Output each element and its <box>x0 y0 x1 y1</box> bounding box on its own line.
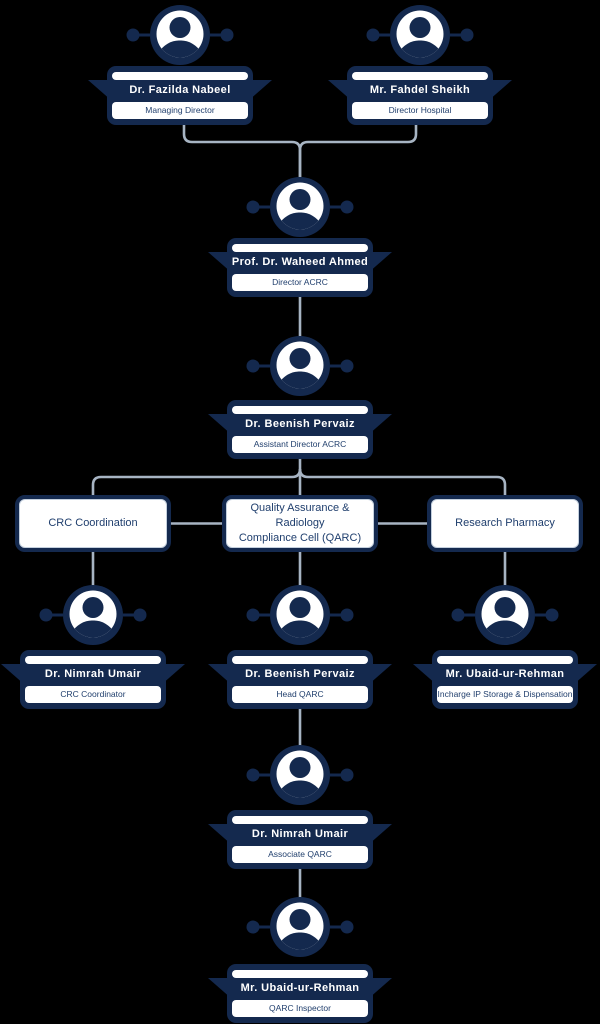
person-avatar-icon <box>451 585 559 645</box>
person-avatar-icon <box>126 5 234 65</box>
name-banner: Dr. Beenish Pervaiz Assistant Director A… <box>208 400 392 459</box>
node-ubaid-ur-rehman-qarc-inspector: Mr. Ubaid-ur-Rehman QARC Inspector <box>208 897 392 1023</box>
name-banner: Mr. Fahdel Sheikh Director Hospital <box>328 66 512 125</box>
person-title: Assistant Director ACRC <box>232 436 368 453</box>
person-name: Dr. Fazilda Nabeel <box>129 84 231 96</box>
node-nimrah-umair-associate-qarc: Dr. Nimrah Umair Associate QARC <box>208 745 392 869</box>
dept-label-line: Quality Assurance & Radiology <box>250 502 350 529</box>
person-name: Dr. Nimrah Umair <box>44 668 142 680</box>
node-fazilda-nabeel: Dr. Fazilda Nabeel Managing Director <box>88 5 272 125</box>
person-name: Dr. Beenish Pervaiz <box>245 668 355 680</box>
banner-top-strip <box>25 656 161 664</box>
dept-label-line: Compliance Cell (QARC) <box>238 532 362 544</box>
person-avatar-icon <box>246 336 354 396</box>
person-name: Prof. Dr. Waheed Ahmed <box>231 256 369 268</box>
node-ubaid-ur-rehman-ip-storage: Mr. Ubaid-ur-Rehman Incharge IP Storage … <box>413 585 597 709</box>
node-fahdel-sheikh: Mr. Fahdel Sheikh Director Hospital <box>328 5 512 125</box>
person-name: Mr. Fahdel Sheikh <box>369 84 471 96</box>
banner-top-strip <box>437 656 573 664</box>
node-beenish-pervaiz-assistant-director: Dr. Beenish Pervaiz Assistant Director A… <box>208 336 392 459</box>
name-banner: Mr. Ubaid-ur-Rehman Incharge IP Storage … <box>413 650 597 709</box>
person-avatar-icon <box>366 5 474 65</box>
banner-top-strip <box>232 970 368 978</box>
name-banner: Dr. Nimrah Umair Associate QARC <box>208 810 392 869</box>
person-title: Managing Director <box>112 102 248 119</box>
dept-box-crc-coordination: CRC Coordination <box>15 495 171 552</box>
banner-top-strip <box>112 72 248 80</box>
person-avatar-icon <box>246 745 354 805</box>
person-title: CRC Coordinator <box>25 686 161 703</box>
dept-box-research-pharmacy: Research Pharmacy <box>427 495 583 552</box>
name-banner: Dr. Fazilda Nabeel Managing Director <box>88 66 272 125</box>
name-banner: Dr. Beenish Pervaiz Head QARC <box>208 650 392 709</box>
banner-top-strip <box>352 72 488 80</box>
dept-label-line: CRC Coordination <box>48 517 138 529</box>
node-waheed-ahmed: Prof. Dr. Waheed Ahmed Director ACRC <box>208 177 392 297</box>
person-name: Dr. Beenish Pervaiz <box>245 418 355 430</box>
node-nimrah-umair-crc-coordinator: Dr. Nimrah Umair CRC Coordinator <box>1 585 185 709</box>
banner-top-strip <box>232 656 368 664</box>
banner-top-strip <box>232 406 368 414</box>
person-title: Associate QARC <box>232 846 368 863</box>
person-title: Incharge IP Storage & Dispensation <box>437 686 573 703</box>
name-banner: Dr. Nimrah Umair CRC Coordinator <box>1 650 185 709</box>
person-avatar-icon <box>39 585 147 645</box>
banner-top-strip <box>232 244 368 252</box>
person-title: QARC Inspector <box>232 1000 368 1017</box>
banner-top-strip <box>232 816 368 824</box>
person-title: Director ACRC <box>232 274 368 291</box>
person-avatar-icon <box>246 897 354 957</box>
person-title: Head QARC <box>232 686 368 703</box>
dept-box-qarc: Quality Assurance & Radiology Compliance… <box>222 495 378 552</box>
dept-label-line: Research Pharmacy <box>455 517 555 529</box>
person-name: Mr. Ubaid-ur-Rehman <box>445 668 565 680</box>
person-name: Dr. Nimrah Umair <box>251 828 349 840</box>
name-banner: Mr. Ubaid-ur-Rehman QARC Inspector <box>208 964 392 1023</box>
person-name: Mr. Ubaid-ur-Rehman <box>240 982 360 994</box>
person-avatar-icon <box>246 177 354 237</box>
person-title: Director Hospital <box>352 102 488 119</box>
name-banner: Prof. Dr. Waheed Ahmed Director ACRC <box>208 238 392 297</box>
node-beenish-pervaiz-head-qarc: Dr. Beenish Pervaiz Head QARC <box>208 585 392 709</box>
person-avatar-icon <box>246 585 354 645</box>
